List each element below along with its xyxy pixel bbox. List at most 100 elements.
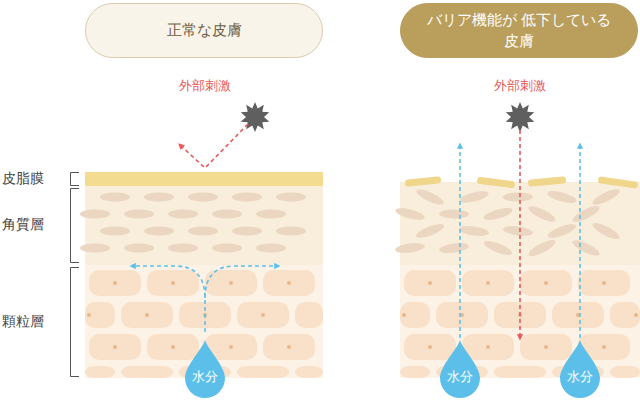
corneum-cell (414, 221, 445, 240)
drop-shape (185, 338, 225, 398)
granular-cell (400, 302, 430, 328)
corneum-cell (124, 244, 154, 253)
granular-cell (494, 366, 546, 378)
title-text: バリア機能が 低下している皮膚 (410, 10, 628, 51)
nucleus-dot (261, 313, 265, 317)
corneum-cell (571, 203, 602, 225)
nucleus-dot (486, 345, 490, 349)
nucleus-dot (486, 281, 490, 285)
stimulus-label: 外部刺激 (179, 78, 231, 94)
nucleus-dot (145, 313, 149, 317)
nucleus-dot (544, 345, 548, 349)
granular-cell (404, 334, 456, 360)
corneum-cell (80, 244, 110, 253)
drop-outline (440, 340, 480, 398)
granular-cell (89, 270, 141, 296)
nucleus-dot (287, 345, 291, 349)
drop-shape (560, 338, 600, 398)
granular-cell (520, 334, 572, 360)
drop-label: 水分 (440, 370, 480, 384)
corneum-cell (546, 221, 577, 240)
corneum-cell (482, 206, 513, 223)
corneum-cell (256, 244, 286, 253)
granular-cell (205, 270, 257, 296)
granular-cell (85, 366, 115, 378)
corneum-cell (591, 186, 622, 207)
stratum-corneum (85, 186, 323, 265)
corneum-cell (144, 227, 174, 236)
granular-cell (237, 366, 289, 378)
corneum-cell (168, 244, 198, 253)
corneum-cell (144, 193, 174, 202)
nucleus-dot (229, 281, 233, 285)
granular-cell (121, 302, 173, 328)
stimulus-star (241, 102, 535, 132)
stimulus-arrows (180, 124, 520, 338)
corneum-cell (232, 193, 262, 202)
corneum-cell (503, 225, 534, 238)
corneum-cell (395, 242, 426, 255)
title-pill: 正常な皮膚 (85, 3, 323, 58)
granular-cell (552, 302, 604, 328)
corneum-cell (188, 227, 218, 236)
corneum-cell (459, 224, 490, 237)
granular-cell (263, 334, 315, 360)
brackets (71, 173, 80, 377)
corneum-cell (276, 193, 306, 202)
corneum-cell (276, 227, 306, 236)
corneum-cell (212, 244, 242, 253)
granular-cell (263, 270, 315, 296)
corneum-cell (439, 209, 469, 218)
corneum-cell (503, 192, 533, 201)
layer-label: 顆粒層 (2, 313, 44, 330)
nucleus-dot (113, 345, 117, 349)
corneum-cell (188, 193, 218, 202)
corneum-cell (256, 210, 286, 219)
title-pill: バリア機能が 低下している皮膚 (400, 3, 638, 58)
stimulus-star (506, 102, 535, 132)
corneum-cell (546, 189, 577, 206)
stimulus-star (241, 102, 270, 132)
nucleus-dot (113, 281, 117, 285)
granular-cell (520, 270, 572, 296)
nucleus-dot (602, 345, 606, 349)
water-drop: 水分 (440, 338, 480, 398)
corneum-cell (124, 210, 154, 219)
corneum-cell (212, 210, 242, 219)
nucleus-dot (602, 281, 606, 285)
nucleus-dot (428, 281, 432, 285)
nucleus-dot (634, 313, 638, 317)
corneum-cell (482, 238, 513, 257)
granular-cell (147, 270, 199, 296)
sebum-film (85, 172, 323, 186)
corneum-cell (591, 220, 622, 242)
nucleus-dot (87, 313, 91, 317)
stimulus-label: 外部刺激 (494, 78, 546, 94)
granular-cell (610, 302, 640, 328)
nucleus-dot (229, 345, 233, 349)
drop-label: 水分 (560, 370, 600, 384)
granular-cell (295, 302, 323, 328)
corneum-cell (415, 187, 446, 208)
granular-cell (400, 366, 430, 378)
water-arrows (132, 145, 580, 338)
title-text: 正常な皮膚 (153, 20, 256, 40)
drop-outline (560, 340, 600, 398)
corneum-cell (527, 237, 558, 259)
granular-cell (121, 366, 173, 378)
corneum-cell (100, 193, 130, 202)
water-drop: 水分 (185, 338, 225, 398)
granular-cell (404, 270, 456, 296)
layer-label: 皮脂膜 (2, 170, 44, 187)
drop-shape (440, 338, 480, 398)
corneum-cell (232, 227, 262, 236)
corneum-cell (168, 210, 198, 219)
nucleus-dot (171, 281, 175, 285)
granular-cell (295, 366, 323, 378)
granular-cell (462, 334, 514, 360)
nucleus-dot (544, 281, 548, 285)
corneum-cell (458, 189, 489, 205)
granular-cell (462, 270, 514, 296)
